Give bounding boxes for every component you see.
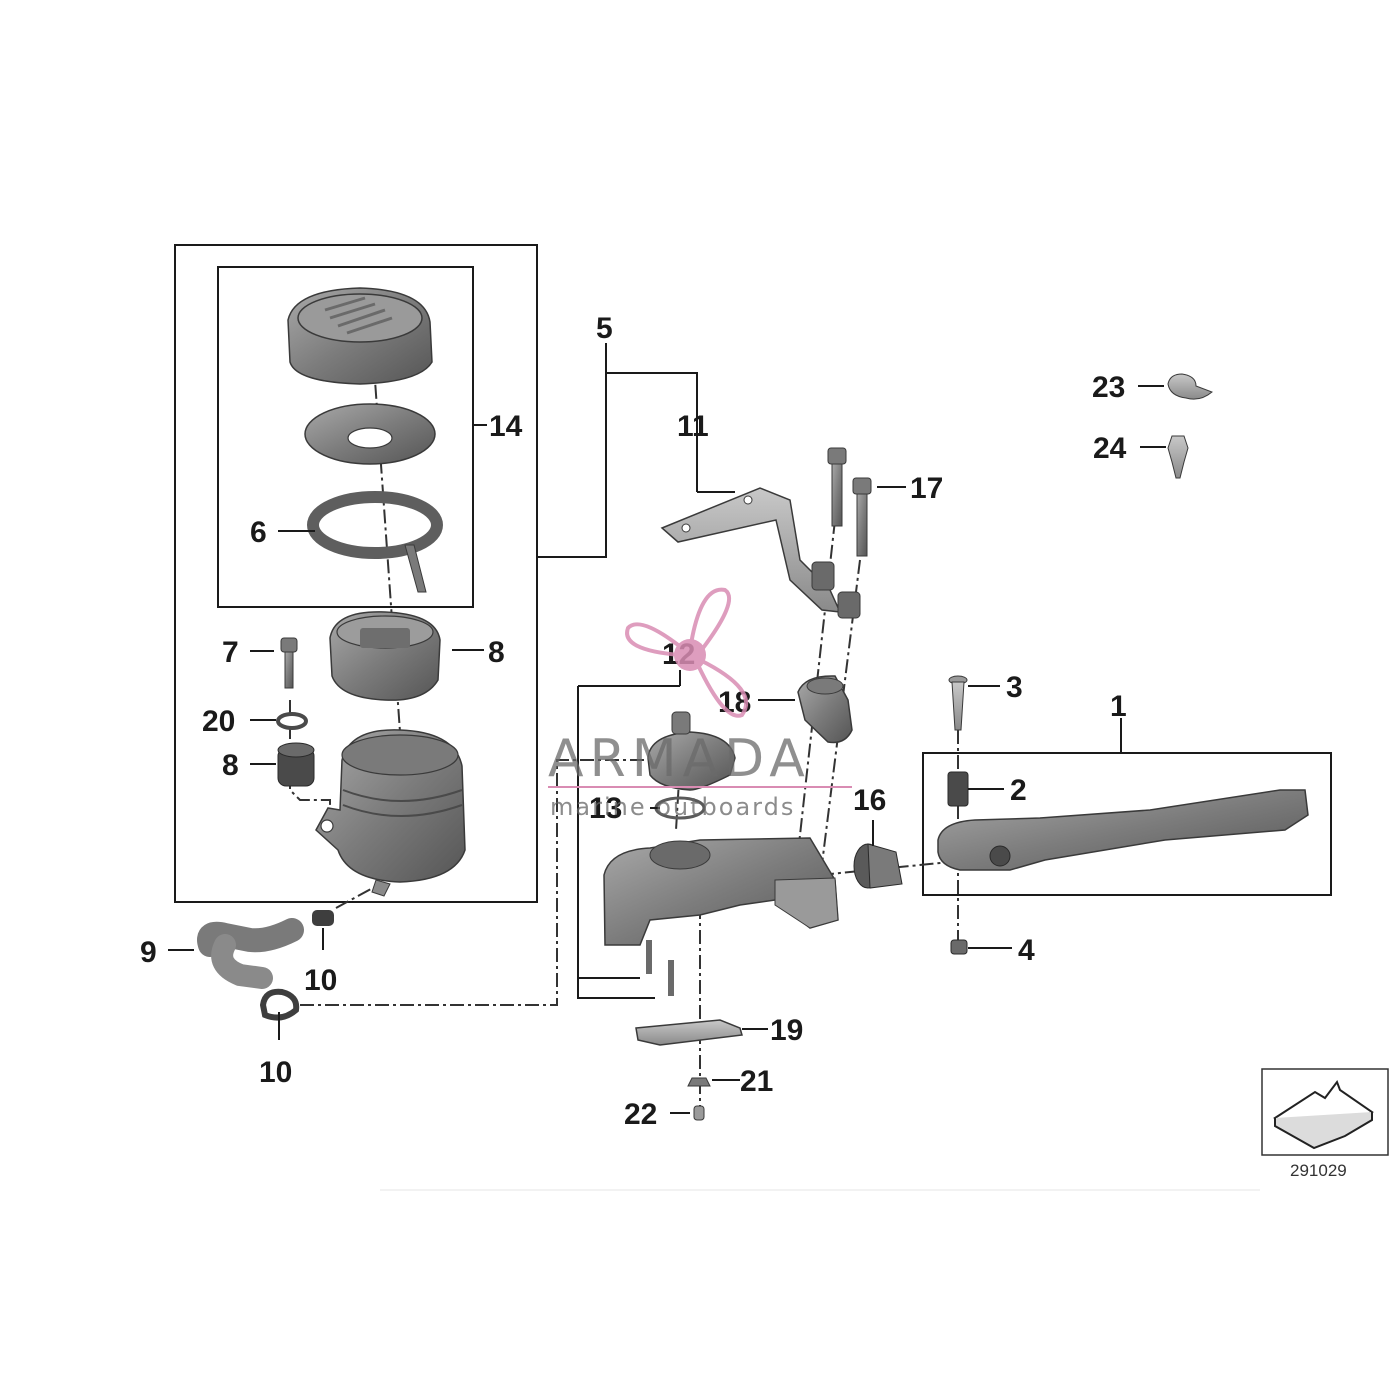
assembly-frame-14-inner: [217, 266, 474, 608]
callout-17: 17: [910, 472, 943, 505]
leader-lines: [168, 378, 1166, 1114]
brake-lever-part-1: [937, 789, 1309, 871]
axis-return: [300, 759, 650, 1006]
mirror-bracket-part-11: [660, 487, 861, 619]
dust-boot-part-16: [853, 843, 903, 889]
clamp-block-part-18: [797, 675, 853, 744]
bolt-part-17: [827, 447, 872, 557]
master-cylinder-body-part: [603, 837, 839, 946]
plug-part-24: [1167, 435, 1189, 479]
bracket-5: [537, 343, 698, 558]
nut-part-4: [950, 939, 968, 955]
hose-clip-part-10-upper: [312, 910, 334, 926]
float-ring-part-6: [307, 491, 443, 593]
callout-13: 13: [589, 792, 622, 825]
axis-hose: [335, 883, 381, 909]
pin-part-3: [948, 675, 968, 731]
callout-14: 14: [489, 410, 523, 443]
cap-part-22: [693, 1105, 705, 1121]
reservoir-cap-part: [287, 287, 433, 385]
callout-9: 9: [140, 936, 157, 969]
assembly-frame-14-outer: [174, 244, 538, 903]
reservoir-body-part: [315, 729, 466, 897]
diaphragm-washer-part: [304, 403, 436, 465]
callout-20: 20: [202, 705, 235, 738]
bolt-part-7: [280, 637, 298, 689]
reference-box: 291029: [1261, 1068, 1389, 1180]
propeller-logo-icon: [625, 587, 749, 718]
nipple-part-21: [687, 1077, 711, 1087]
grommet-part-8: [277, 742, 315, 787]
handlebar-clamp-part-19: [635, 1019, 743, 1046]
callout-16: 16: [853, 784, 886, 817]
watermark-tagline: marine outboards: [550, 793, 795, 821]
reservoir-insert-part-8: [329, 611, 441, 701]
callout-24: 24: [1093, 432, 1127, 465]
clip-part-23: [1167, 373, 1213, 400]
callout-2: 2: [1010, 774, 1027, 807]
hose-clip-part-10-lower: [259, 988, 300, 1021]
callout-10-lower: 10: [259, 1056, 292, 1089]
callout-1: 1: [1110, 690, 1127, 723]
hose-part-9: [197, 918, 304, 957]
assembly-frame-1: [922, 752, 1332, 896]
watermark-brand: ARMADA: [548, 729, 811, 789]
screw-parts: [646, 940, 674, 996]
callout-4: 4: [1018, 934, 1035, 967]
callout-8-lower: 8: [222, 749, 239, 782]
callout-22: 22: [624, 1098, 657, 1131]
callout-10-upper: 10: [304, 964, 337, 997]
callout-8-upper: 8: [488, 636, 505, 669]
callout-21: 21: [740, 1065, 773, 1098]
callout-7: 7: [222, 636, 239, 669]
callout-19: 19: [770, 1014, 803, 1047]
callout-23: 23: [1092, 371, 1125, 404]
reference-number: 291029: [1290, 1161, 1347, 1180]
callout-5: 5: [596, 312, 613, 345]
callout-11: 11: [677, 410, 709, 443]
callout-3: 3: [1006, 671, 1023, 704]
callout-6: 6: [250, 516, 267, 549]
bracket-12: [577, 670, 681, 999]
bushing-part-2: [947, 771, 969, 807]
washer-part-20: [276, 712, 308, 730]
